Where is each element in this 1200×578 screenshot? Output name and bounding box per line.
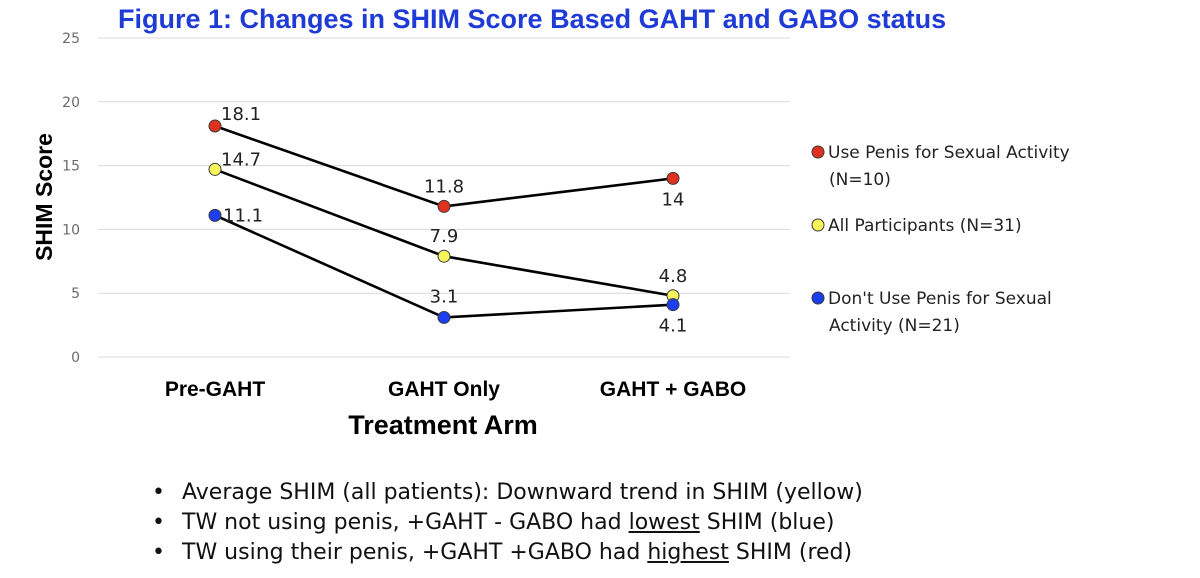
- y-tick-label: 0: [71, 350, 80, 366]
- note-text: Average SHIM (all patients): Downward tr…: [182, 480, 863, 505]
- note-item: • Average SHIM (all patients): Downward t…: [152, 478, 863, 508]
- x-category-label: GAHT Only: [388, 378, 500, 401]
- note-emphasis: highest: [647, 540, 729, 565]
- x-category-label: GAHT + GABO: [600, 378, 746, 401]
- note-text: TW not using penis, +GAHT - GABO had: [182, 510, 629, 535]
- bullet-icon: •: [152, 480, 165, 505]
- data-label: 4.8: [659, 266, 688, 287]
- figure-title: Figure 1: Changes in SHIM Score Based GA…: [118, 4, 947, 34]
- data-label: 14.7: [221, 149, 261, 170]
- legend-label: Don't Use Penis for Sexual: [828, 289, 1052, 309]
- y-tick-label: 15: [62, 159, 80, 175]
- legend: Use Penis for Sexual Activity (N=10) All P…: [811, 143, 1070, 336]
- notes-list: • Average SHIM (all patients): Downward t…: [152, 478, 863, 568]
- series-markers: [208, 119, 680, 324]
- series-marker: [208, 119, 222, 133]
- y-axis-title: SHIM Score: [31, 133, 57, 261]
- series-marker: [208, 208, 222, 222]
- data-label: 11.1: [223, 205, 263, 226]
- note-item: • TW using their penis, +GAHT +GABO had h…: [152, 538, 863, 568]
- data-labels: 18.1 11.8 14 14.7 7.9 4.8 11.1 3.1 4.1: [221, 104, 687, 337]
- legend-marker: [811, 291, 825, 305]
- y-tick-label: 25: [62, 31, 80, 47]
- legend-label: (N=10): [829, 170, 891, 190]
- x-category-label: Pre-GAHT: [165, 378, 266, 401]
- note-text: TW using their penis, +GAHT +GABO had: [182, 540, 648, 565]
- legend-label: Use Penis for Sexual Activity: [828, 143, 1070, 163]
- series-marker: [437, 310, 451, 324]
- data-label: 7.9: [430, 226, 459, 247]
- x-axis-categories: Pre-GAHT GAHT Only GAHT + GABO: [165, 378, 746, 401]
- series-marker: [437, 199, 451, 213]
- data-label: 4.1: [659, 316, 688, 337]
- y-axis-ticks: 0 5 10 15 20 25: [62, 31, 80, 366]
- series-marker: [666, 298, 680, 312]
- legend-marker: [811, 145, 825, 159]
- y-tick-label: 20: [62, 95, 80, 111]
- y-tick-label: 10: [62, 222, 80, 238]
- data-label: 11.8: [424, 176, 464, 197]
- data-label: 3.1: [430, 286, 459, 307]
- legend-label: Activity (N=21): [829, 316, 960, 336]
- bullet-icon: •: [152, 510, 165, 535]
- gridlines: [98, 37, 790, 358]
- series-marker: [666, 171, 680, 185]
- series-marker: [437, 249, 451, 263]
- x-axis-title: Treatment Arm: [348, 410, 538, 440]
- series-marker: [208, 162, 222, 176]
- legend-label: All Participants (N=31): [828, 216, 1022, 236]
- note-text: SHIM (red): [728, 540, 853, 565]
- bullet-icon: •: [152, 540, 165, 565]
- note-emphasis: lowest: [628, 510, 700, 535]
- y-tick-label: 5: [71, 286, 80, 302]
- note-text: SHIM (blue): [699, 510, 835, 535]
- legend-marker: [811, 218, 825, 232]
- note-item: • TW not using penis, +GAHT - GABO had lo…: [152, 508, 863, 538]
- data-label: 18.1: [221, 104, 261, 125]
- data-label: 14: [662, 189, 685, 210]
